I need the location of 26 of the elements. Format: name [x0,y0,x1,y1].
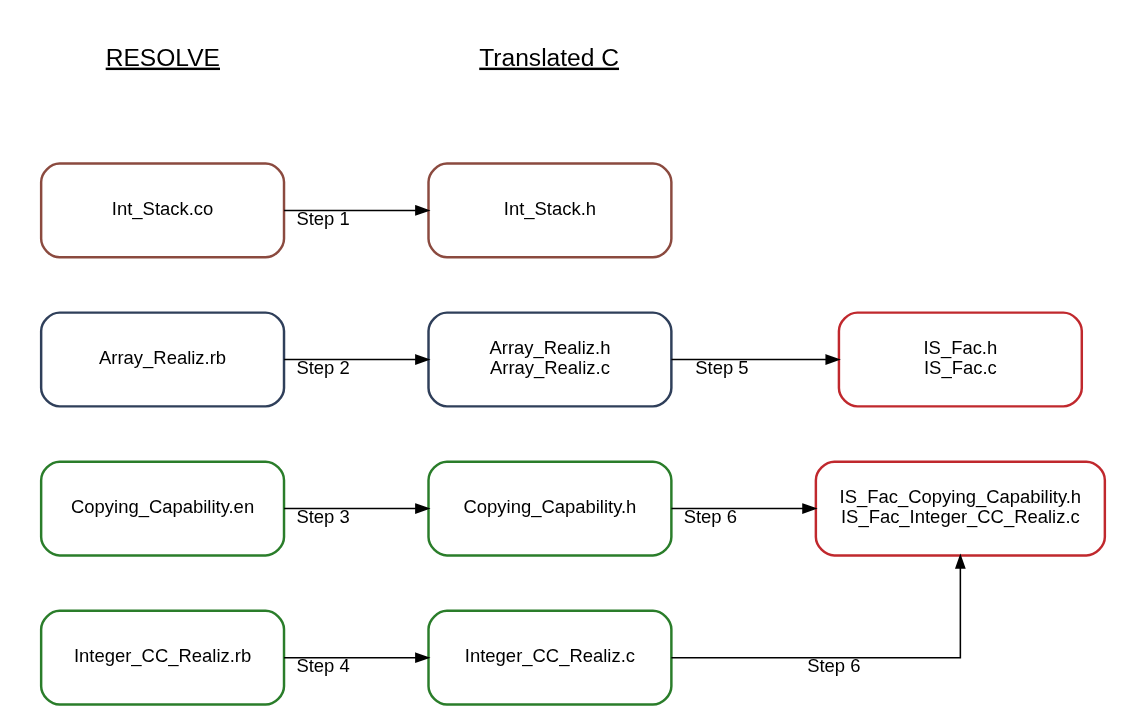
edge-label: Step 1 [295,208,350,230]
edge-label: Step 4 [295,655,350,677]
edge-label: Step 2 [295,357,350,379]
node-box: Integer_CC_Realiz.rb [39,609,285,706]
arrow [282,652,431,664]
node-box: Int_Stack.co [39,162,285,259]
arrow [670,553,966,659]
label: RESOLVE [105,43,220,71]
node-box: Int_Stack.h [426,162,673,259]
edge-label: Step 3 [295,506,350,528]
node-box: Array_Realiz.rb [39,311,285,408]
node-box: IS_Fac_Copying_Capability.h IS_Fac_Integer_CC_Realiz.c [814,460,1106,557]
node-box: IS_Fac.h IS_Fac.c [837,311,1083,408]
arrow [282,503,431,514]
node-box: Copying_Capability.en [39,460,285,557]
label: Translated C [478,43,619,71]
edge-label: Step 6 [683,506,737,528]
node-box: Integer_CC_Realiz.c [426,609,673,706]
edge-label: Step 6 [806,655,860,677]
arrow [670,354,841,365]
arrow [282,354,431,365]
node-box: Array_Realiz.h Array_Realiz.c [426,311,673,408]
edge-label: Step 5 [694,357,749,379]
arrow [670,503,818,514]
arrow [282,205,431,216]
node-box: Copying_Capability.h [426,460,673,557]
